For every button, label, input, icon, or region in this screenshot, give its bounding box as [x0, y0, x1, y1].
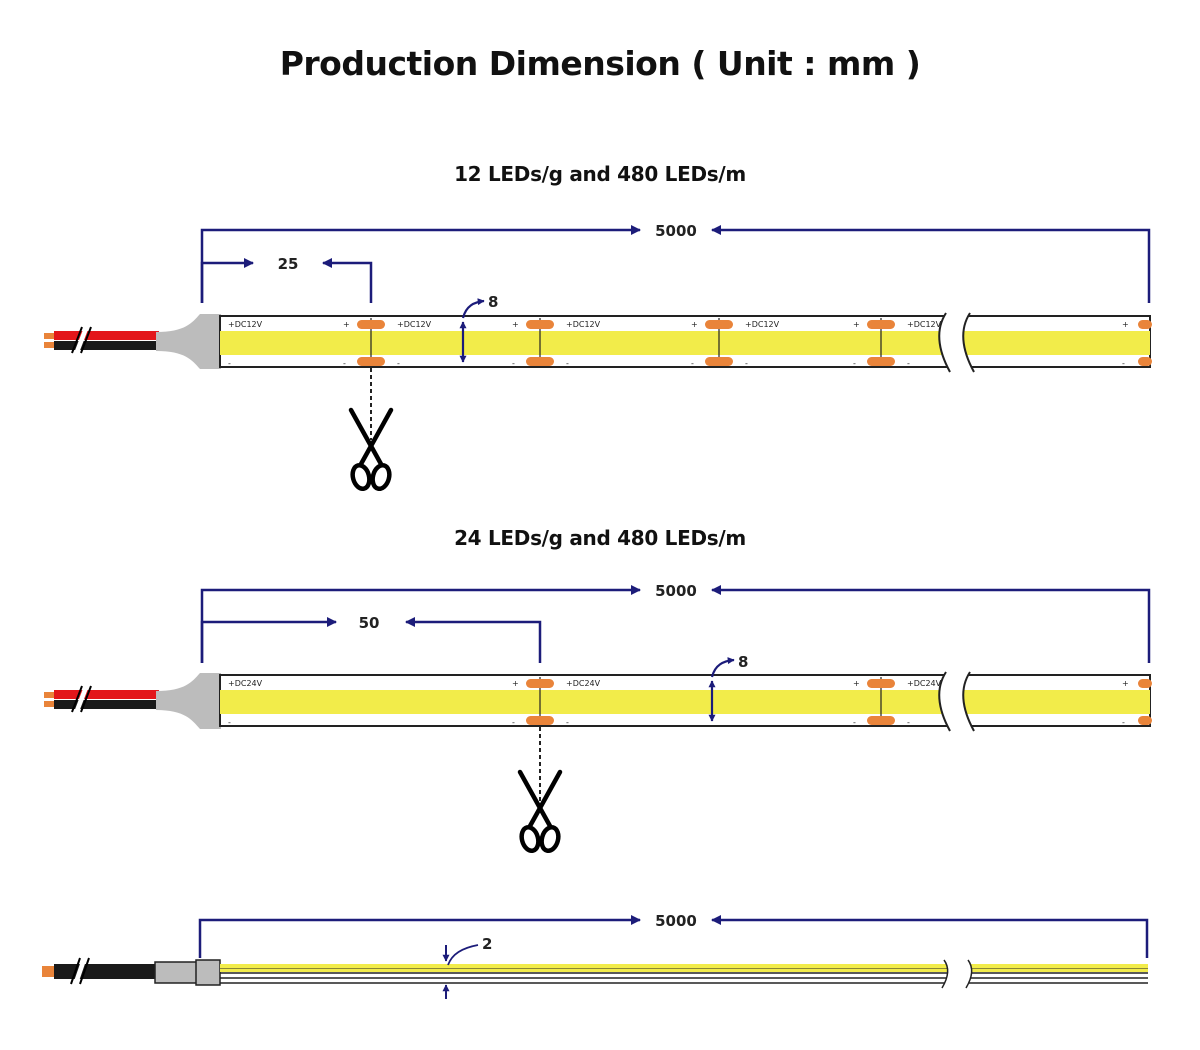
total-length-label-1: 5000 [655, 222, 697, 240]
cut-length-label-1: 25 [278, 255, 299, 273]
minus-sign: - [853, 718, 856, 727]
total-length-dimension-2 [200, 585, 1151, 663]
scissors-icon [517, 769, 563, 854]
scissors-icon [348, 407, 394, 492]
voltage-label: +DC12V [907, 320, 942, 329]
plus-sign: + [691, 320, 698, 329]
total-length-label-3: 5000 [655, 912, 697, 930]
power-wire-1 [44, 326, 159, 354]
led-strip-2: +DC24V +DC24V +DC24V + + + - - - - - - [219, 671, 1152, 732]
voltage-label: +DC12V [745, 320, 780, 329]
minus-sign: - [566, 359, 569, 368]
section-3-side-view: 5000 2 [42, 912, 1149, 999]
plus-sign: + [853, 320, 860, 329]
thickness-label: 2 [482, 935, 492, 953]
minus-sign: - [512, 359, 515, 368]
total-length-dimension-1 [200, 225, 1151, 303]
width-dimension-1 [459, 298, 485, 363]
power-wire-3 [42, 957, 158, 985]
voltage-label: +DC24V [566, 679, 601, 688]
voltage-label: +DC12V [566, 320, 601, 329]
minus-sign: - [228, 718, 231, 727]
end-connector-1 [156, 314, 221, 369]
minus-sign: - [566, 718, 569, 727]
minus-sign: - [691, 359, 694, 368]
end-cap-3 [154, 959, 221, 986]
minus-sign: - [397, 359, 400, 368]
width-dimension-2 [708, 657, 735, 722]
section-2-heading: 24 LEDs/g and 480 LEDs/m [454, 526, 746, 550]
minus-sign: - [1122, 718, 1125, 727]
plus-sign: + [512, 320, 519, 329]
voltage-label: +DC24V [907, 679, 942, 688]
thickness-dimension [442, 944, 479, 999]
width-label-2: 8 [738, 653, 748, 671]
plus-sign: + [343, 320, 350, 329]
cut-length-dimension-2 [200, 617, 542, 663]
plus-sign: + [853, 679, 860, 688]
power-wire-2 [44, 685, 159, 713]
led-strip-1: +DC12V +DC12V +DC12V +DC12V +DC12V + + +… [219, 312, 1152, 373]
section-1-strip-diagram: 5000 25 [44, 222, 1152, 492]
voltage-label: +DC24V [228, 679, 263, 688]
section-1-heading: 12 LEDs/g and 480 LEDs/m [454, 162, 746, 186]
voltage-label: +DC12V [397, 320, 432, 329]
minus-sign: - [907, 718, 910, 727]
plus-sign: + [1122, 320, 1129, 329]
copper-pads-2 [526, 679, 1152, 725]
voltage-label: +DC12V [228, 320, 263, 329]
minus-sign: - [1122, 359, 1125, 368]
minus-sign: - [745, 359, 748, 368]
cut-length-label-2: 50 [359, 614, 380, 632]
total-length-dimension-3 [198, 915, 1149, 958]
minus-sign: - [853, 359, 856, 368]
width-label-1: 8 [488, 293, 498, 311]
minus-sign: - [228, 359, 231, 368]
minus-sign: - [907, 359, 910, 368]
end-connector-2 [156, 673, 221, 729]
section-2-strip-diagram: 5000 50 [44, 582, 1152, 854]
minus-sign: - [343, 359, 346, 368]
cut-length-dimension-1 [200, 258, 373, 303]
total-length-label-2: 5000 [655, 582, 697, 600]
plus-sign: + [512, 679, 519, 688]
strip-side-profile [220, 959, 1148, 989]
plus-sign: + [1122, 679, 1129, 688]
copper-pads-1 [357, 320, 1152, 366]
minus-sign: - [512, 718, 515, 727]
page-title: Production Dimension ( Unit : mm ) [279, 44, 921, 83]
